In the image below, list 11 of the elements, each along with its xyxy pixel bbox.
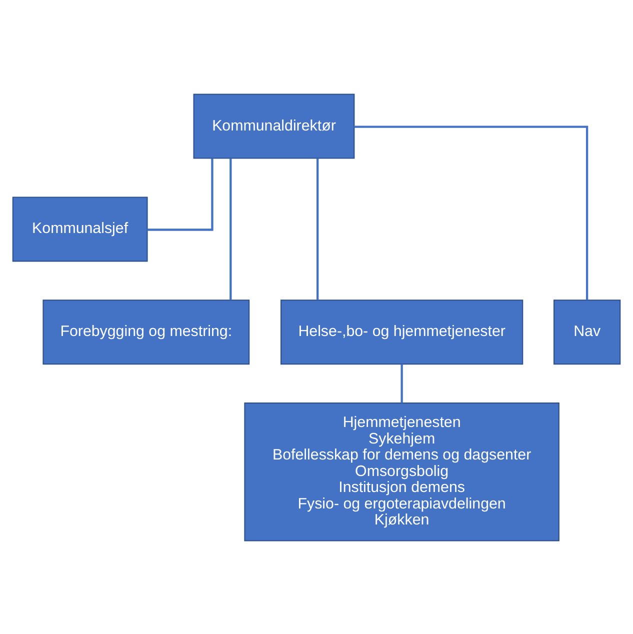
node-box: Kommunalsjef xyxy=(12,196,148,262)
node-box: Hjemmetjenesten Sykehjem Bofellesskap for demens og dagsenter Omsorgsbolig Institusjon demens Fysio- og ergoterapiavdelingen Kjøkken xyxy=(244,402,560,541)
node-box: Nav xyxy=(553,299,621,364)
connector xyxy=(354,125,588,300)
connector xyxy=(316,158,319,300)
connector xyxy=(147,158,214,230)
connector xyxy=(230,158,232,300)
node-box: Forebygging og mestring: xyxy=(42,299,250,364)
connector xyxy=(400,364,403,402)
node-box: Kommunaldirektør xyxy=(193,93,355,158)
node-box: Helse-,bo- og hjemmetjenester xyxy=(280,299,524,364)
